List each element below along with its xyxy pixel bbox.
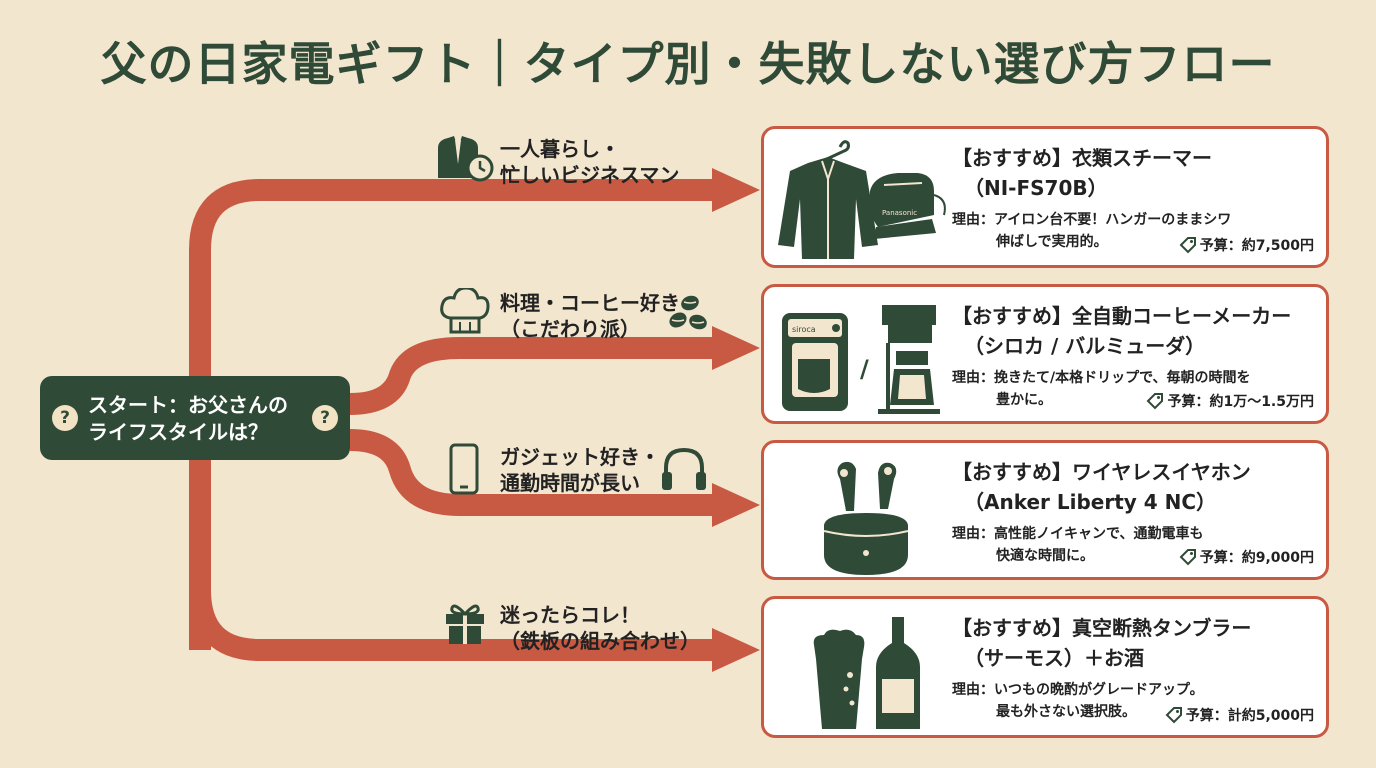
card-reason-cont: 豊かに。 — [996, 392, 1052, 408]
shirt-steamer-icon: Panasonic — [778, 140, 946, 259]
card-reason: 理由：高性能ノイキャンで、通勤電車も — [952, 526, 1204, 542]
price-tag-icon — [1179, 549, 1196, 566]
card-subheading: （シロカ / バルミューダ） — [964, 334, 1206, 358]
card-subheading: （Anker Liberty 4 NC） — [964, 490, 1217, 514]
coffee-makers-icon: siroca / — [782, 305, 940, 414]
brand-text: siroca — [792, 325, 816, 334]
branch-label-line2: 忙しいビジネスマン — [500, 163, 680, 187]
card-reason: 理由：いつもの晩酌がグレードアップ。 — [952, 682, 1204, 698]
arrow-branch-gadget — [349, 429, 720, 516]
start-text-line1: スタート：お父さんの — [88, 393, 288, 417]
start-text-line2: ライフスタイルは？ — [88, 420, 268, 444]
card-budget: 予算：約9,000円 — [1179, 547, 1314, 567]
branch-label-gadget: ガジェット好き・ 通勤時間が長い — [500, 444, 660, 496]
budget-text: 予算：約1万〜1.5万円 — [1167, 394, 1314, 410]
gift-box-icon — [446, 604, 484, 644]
arrow-trunk-lower — [189, 589, 720, 661]
branch-label-line1: 一人暮らし・ — [500, 137, 620, 161]
question-icon: ? — [312, 405, 338, 431]
card-reason-cont: 最も外さない選択肢。 — [996, 704, 1136, 720]
earbuds-icon — [823, 461, 909, 575]
card-reason-cont: 伸ばしで実用的。 — [996, 234, 1108, 250]
arrowhead-2 — [712, 326, 760, 370]
card-budget: 予算：約1万〜1.5万円 — [1146, 391, 1314, 411]
arrow-branch-coffee — [349, 337, 720, 415]
page-title: 父の日家電ギフト｜タイプ別・失敗しない選び方フロー — [100, 37, 1276, 91]
card-subheading: （NI-FS70B） — [964, 176, 1108, 200]
card-reason-cont: 快適な時間に。 — [996, 548, 1094, 564]
branch-label-businessman: 一人暮らし・ 忙しいビジネスマン — [500, 136, 679, 188]
price-tag-icon — [1179, 237, 1196, 254]
recommendation-card-coffee: siroca / 【おすすめ】全自動コーヒーメーカー （シロカ / バルミューダ… — [761, 284, 1329, 424]
branch-label-line1: 料理・コーヒー好き — [500, 291, 680, 315]
card-reason: 理由：アイロン台不要！ハンガーのままシワ — [952, 212, 1232, 228]
chef-hat-icon — [440, 288, 490, 334]
branch-label-gift: 迷ったらコレ！ （鉄板の組み合わせ） — [500, 602, 700, 654]
budget-text: 予算：約7,500円 — [1199, 238, 1314, 254]
separator: / — [860, 355, 869, 383]
branch-label-line2: 通勤時間が長い — [500, 471, 640, 495]
card-heading: 【おすすめ】真空断熱タンブラー — [952, 616, 1252, 640]
smartphone-icon — [449, 443, 479, 495]
card-heading: 【おすすめ】全自動コーヒーメーカー — [952, 304, 1292, 328]
headphones-icon — [662, 447, 706, 490]
arrowhead-3 — [712, 483, 760, 527]
branch-label-line2: （鉄板の組み合わせ） — [500, 629, 700, 653]
budget-text: 予算：約9,000円 — [1199, 550, 1314, 566]
card-subheading: （サーモス）＋お酒 — [964, 646, 1144, 670]
price-tag-icon — [1165, 707, 1182, 724]
brand-text: Panasonic — [882, 209, 917, 217]
card-budget: 予算：約7,500円 — [1179, 235, 1314, 255]
arrowhead-4 — [712, 628, 760, 672]
recommendation-card-earbuds: 【おすすめ】ワイヤレスイヤホン （Anker Liberty 4 NC） 理由：… — [761, 440, 1329, 580]
card-heading: 【おすすめ】ワイヤレスイヤホン — [952, 460, 1251, 484]
branch-label-coffee: 料理・コーヒー好き （こだわり派） — [500, 290, 680, 342]
budget-text: 予算：計約5,000円 — [1185, 708, 1314, 724]
recommendation-card-tumbler: 【おすすめ】真空断熱タンブラー （サーモス）＋お酒 理由：いつもの晩酌がグレード… — [761, 596, 1329, 738]
card-heading: 【おすすめ】衣類スチーマー — [952, 146, 1212, 170]
arrowhead-1 — [712, 168, 760, 212]
branch-label-line1: ガジェット好き・ — [500, 445, 660, 469]
card-reason: 理由：挽きたて/本格ドリップで、毎朝の時間を — [952, 370, 1251, 386]
branch-label-line1: 迷ったらコレ！ — [500, 603, 640, 627]
start-text: スタート：お父さんの ライフスタイルは？ — [88, 392, 308, 446]
beer-and-bottle-icon — [813, 617, 920, 729]
card-budget: 予算：計約5,000円 — [1165, 705, 1314, 725]
businessman-clock-icon — [438, 136, 494, 182]
recommendation-card-steamer: Panasonic 【おすすめ】衣類スチーマー （NI-FS70B） 理由：アイ… — [761, 126, 1329, 268]
start-node: ? スタート：お父さんの ライフスタイルは？ ? — [40, 376, 350, 460]
price-tag-icon — [1147, 393, 1164, 410]
question-icon: ? — [52, 405, 78, 431]
coffee-beans-icon — [669, 295, 707, 330]
branch-label-line2: （こだわり派） — [500, 317, 640, 341]
arrow-trunk — [189, 179, 720, 650]
